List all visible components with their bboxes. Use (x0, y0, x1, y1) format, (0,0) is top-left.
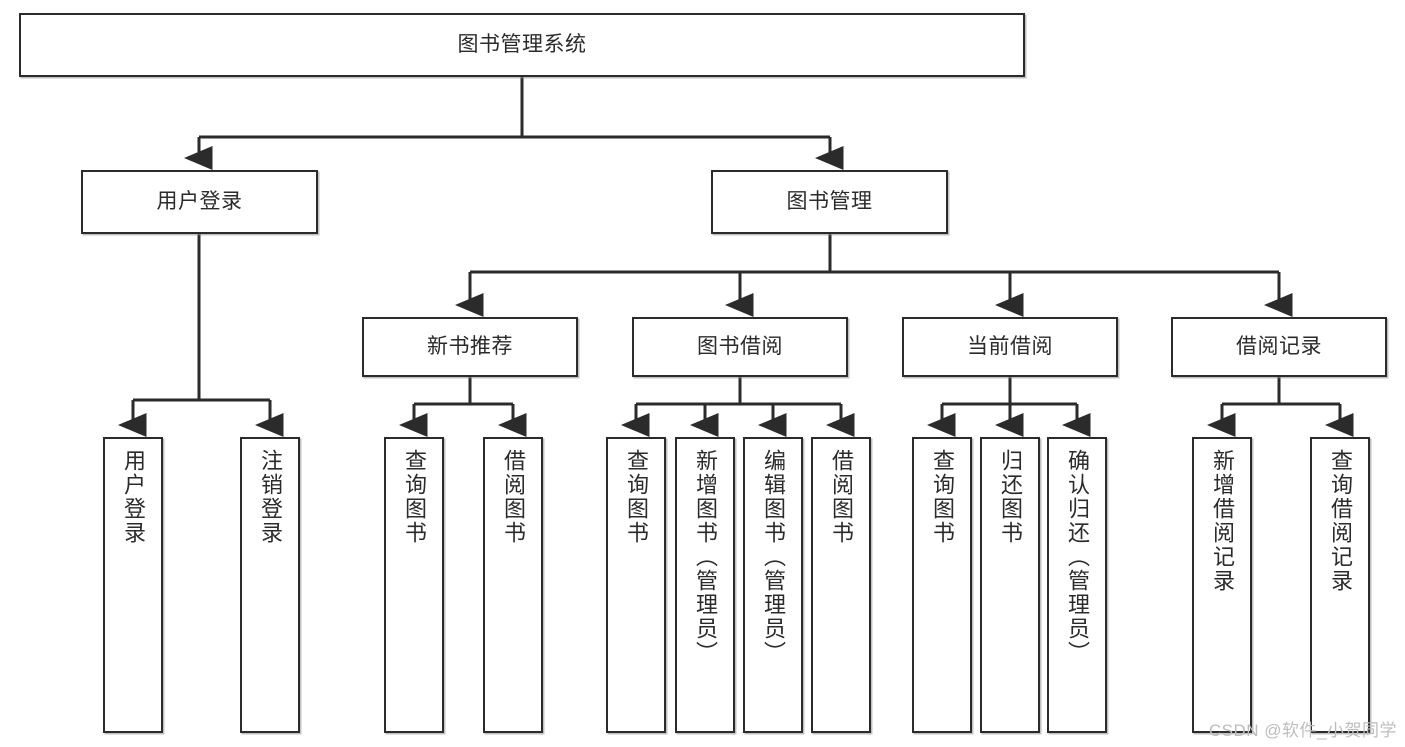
node-book-borrow[interactable]: 图书借阅 (632, 317, 848, 377)
node-leaf-return-book[interactable]: 归还图书 (980, 437, 1040, 733)
node-leaf-query-book-2[interactable]: 查询图书 (606, 437, 666, 733)
node-leaf-add-book[interactable]: 新增图书（管理员） (675, 437, 735, 733)
node-book-manage-label: 图书管理 (786, 189, 873, 213)
node-current-borrow-label: 当前借阅 (967, 334, 1053, 358)
node-leaf-borrow-book-1[interactable]: 借阅图书 (483, 437, 543, 733)
node-leaf-borrow-book-1-label: 借阅图书 (501, 449, 526, 545)
node-new-book-recommend-label: 新书推荐 (427, 334, 513, 358)
node-leaf-edit-book-label: 编辑图书（管理员） (761, 449, 786, 665)
node-leaf-user-login[interactable]: 用户登录 (103, 437, 163, 733)
node-leaf-logout-label: 注销登录 (258, 449, 283, 545)
node-book-manage[interactable]: 图书管理 (711, 170, 948, 234)
node-book-borrow-label: 图书借阅 (697, 334, 783, 358)
node-current-borrow[interactable]: 当前借阅 (902, 317, 1118, 377)
node-leaf-add-record-label: 新增借阅记录 (1210, 449, 1235, 593)
node-leaf-edit-book[interactable]: 编辑图书（管理员） (743, 437, 803, 733)
node-root-label: 图书管理系统 (457, 32, 587, 56)
node-leaf-query-book-2-label: 查询图书 (624, 449, 649, 545)
node-new-book-recommend[interactable]: 新书推荐 (362, 317, 578, 377)
node-leaf-confirm-return[interactable]: 确认归还（管理员） (1047, 437, 1107, 733)
node-leaf-borrow-book-2[interactable]: 借阅图书 (811, 437, 871, 733)
node-leaf-return-book-label: 归还图书 (998, 449, 1023, 545)
node-leaf-query-book-1-label: 查询图书 (402, 449, 427, 545)
csdn-watermark: CSDN @软件_小贺同学 (1208, 721, 1397, 740)
node-leaf-query-record-label: 查询借阅记录 (1328, 449, 1353, 593)
node-leaf-add-record[interactable]: 新增借阅记录 (1192, 437, 1252, 733)
node-borrow-record-label: 借阅记录 (1236, 334, 1322, 358)
node-leaf-query-book-1[interactable]: 查询图书 (384, 437, 444, 733)
node-root[interactable]: 图书管理系统 (19, 13, 1025, 77)
node-leaf-borrow-book-2-label: 借阅图书 (829, 449, 854, 545)
node-leaf-user-login-label: 用户登录 (121, 449, 146, 545)
node-leaf-query-book-3[interactable]: 查询图书 (912, 437, 972, 733)
node-leaf-query-book-3-label: 查询图书 (930, 449, 955, 545)
node-user-login-label: 用户登录 (156, 189, 243, 213)
node-borrow-record[interactable]: 借阅记录 (1171, 317, 1387, 377)
node-leaf-confirm-return-label: 确认归还（管理员） (1065, 449, 1090, 665)
node-leaf-query-record[interactable]: 查询借阅记录 (1310, 437, 1370, 733)
node-leaf-logout[interactable]: 注销登录 (240, 437, 300, 733)
node-leaf-add-book-label: 新增图书（管理员） (693, 449, 718, 665)
node-user-login[interactable]: 用户登录 (81, 170, 318, 234)
